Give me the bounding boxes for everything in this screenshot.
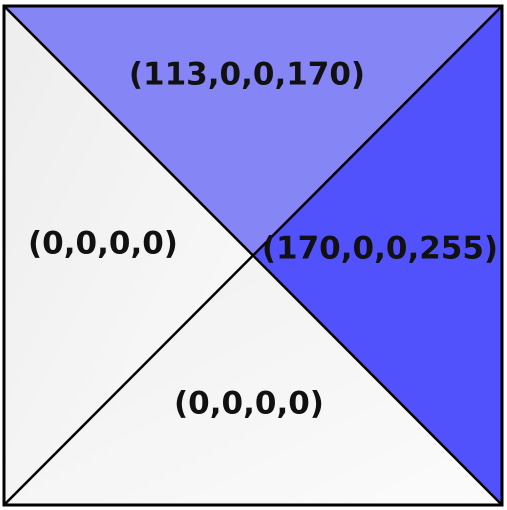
top-region-label: (113,0,0,170): [129, 57, 365, 93]
outer-border: [2, 4, 504, 507]
bottom-region-label: (0,0,0,0): [174, 386, 324, 422]
top-triangle: [4, 6, 502, 254]
bottom-triangle: [4, 254, 502, 505]
diagonal-line-top-right-to-bottom-left: [3, 5, 503, 506]
right-region-label: (170,0,0,255): [262, 231, 498, 267]
left-region-label: (0,0,0,0): [28, 226, 178, 262]
right-triangle: [253, 6, 502, 505]
left-triangle: [4, 6, 253, 505]
